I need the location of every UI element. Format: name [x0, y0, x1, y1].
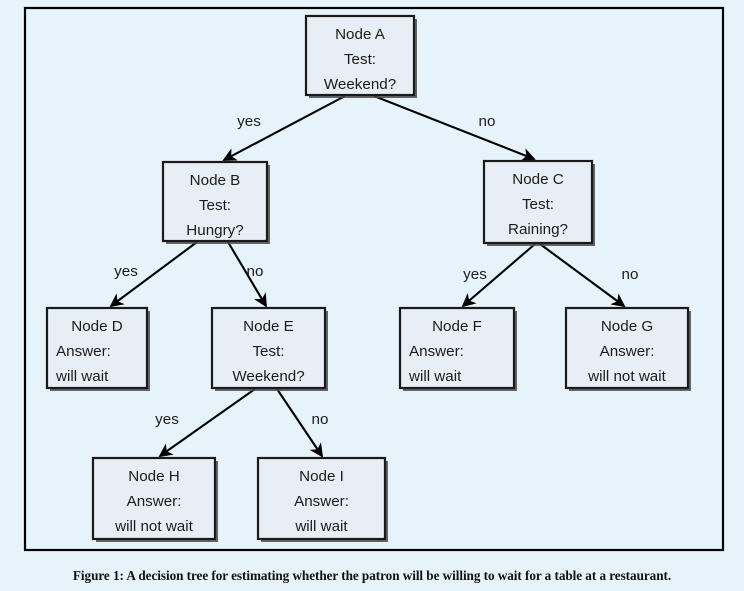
- tree-edge-e-h: [158, 388, 256, 458]
- node-f-line-kind: Answer:: [409, 343, 464, 360]
- tree-node-d[interactable]: Node D Answer: will wait: [45, 306, 150, 391]
- node-box: [161, 160, 269, 243]
- node-a-line-kind: Test:: [344, 51, 376, 68]
- edge-label-e-h: yes: [155, 411, 179, 428]
- node-box: [482, 159, 594, 245]
- tree-edge-a-b: [222, 95, 346, 161]
- node-b-line-label: Node B: [190, 172, 241, 189]
- node-g-line-label: Node G: [601, 318, 653, 335]
- tree-edge-b-d: [109, 241, 198, 308]
- edge-label-c-g: no: [622, 266, 639, 283]
- edge-label-a-b: yes: [237, 113, 261, 130]
- node-e-line-kind: Test:: [252, 343, 284, 360]
- node-h-line-value: will not wait: [114, 518, 193, 535]
- node-g-line-value: will not wait: [587, 368, 666, 385]
- node-c-line-kind: Test:: [522, 196, 554, 213]
- node-f-line-value: will wait: [408, 368, 462, 385]
- node-g-line-kind: Answer:: [600, 343, 655, 360]
- tree-edge-b-e: [227, 241, 267, 308]
- tree-node-a[interactable]: Node A Test: Weekend?: [304, 14, 417, 98]
- tree-edge-a-c: [373, 95, 536, 161]
- node-d-line-label: Node D: [71, 318, 123, 335]
- tree-edge-c-g: [539, 243, 626, 308]
- tree-edge-c-f: [461, 243, 536, 308]
- edge-label-a-c: no: [479, 113, 496, 130]
- caption-band: [0, 558, 744, 591]
- tree-node-e[interactable]: Node E Test: Weekend?: [210, 306, 328, 391]
- node-box: [304, 14, 416, 97]
- node-box: [45, 306, 149, 390]
- node-a-line-label: Node A: [335, 26, 386, 43]
- node-h-line-kind: Answer:: [127, 493, 182, 510]
- node-f-line-label: Node F: [432, 318, 482, 335]
- tree-node-i[interactable]: Node I Answer: will wait: [256, 456, 388, 542]
- tree-node-g[interactable]: Node G Answer: will not wait: [564, 306, 691, 391]
- edge-labels-layer: yes no yes no yes no yes no: [114, 113, 638, 428]
- node-e-line-label: Node E: [243, 318, 294, 335]
- node-d-line-kind: Answer:: [56, 343, 111, 360]
- node-i-line-kind: Answer:: [294, 493, 349, 510]
- node-e-line-value: Weekend?: [232, 368, 304, 385]
- node-box: [398, 306, 516, 390]
- tree-node-h[interactable]: Node H Answer: will not wait: [91, 456, 218, 542]
- node-i-line-value: will wait: [294, 518, 348, 535]
- node-box: [256, 456, 387, 541]
- node-b-line-kind: Test:: [199, 197, 231, 214]
- node-d-line-value: will wait: [55, 368, 109, 385]
- node-b-line-value: Hungry?: [186, 222, 243, 239]
- edge-label-b-d: yes: [114, 263, 138, 280]
- node-box: [210, 306, 327, 390]
- node-box: [564, 306, 690, 390]
- node-box: [91, 456, 217, 541]
- edges-layer: [109, 95, 626, 458]
- figure-border: [23, 6, 725, 552]
- tree-node-f[interactable]: Node F Answer: will wait: [398, 306, 517, 391]
- edge-label-e-i: no: [312, 411, 329, 428]
- figure-caption: Figure 1: A decision tree for estimating…: [72, 568, 672, 583]
- node-c-line-value: Raining?: [508, 221, 568, 238]
- edge-label-b-e: no: [247, 263, 264, 280]
- node-i-line-label: Node I: [299, 468, 344, 485]
- node-a-line-value: Weekend?: [324, 76, 396, 93]
- node-c-line-label: Node C: [512, 171, 564, 188]
- tree-edge-e-i: [276, 388, 324, 458]
- tree-node-b[interactable]: Node B Test: Hungry?: [161, 160, 270, 244]
- tree-node-c[interactable]: Node C Test: Raining?: [482, 159, 595, 246]
- node-h-line-label: Node H: [128, 468, 180, 485]
- edge-label-c-f: yes: [463, 266, 487, 283]
